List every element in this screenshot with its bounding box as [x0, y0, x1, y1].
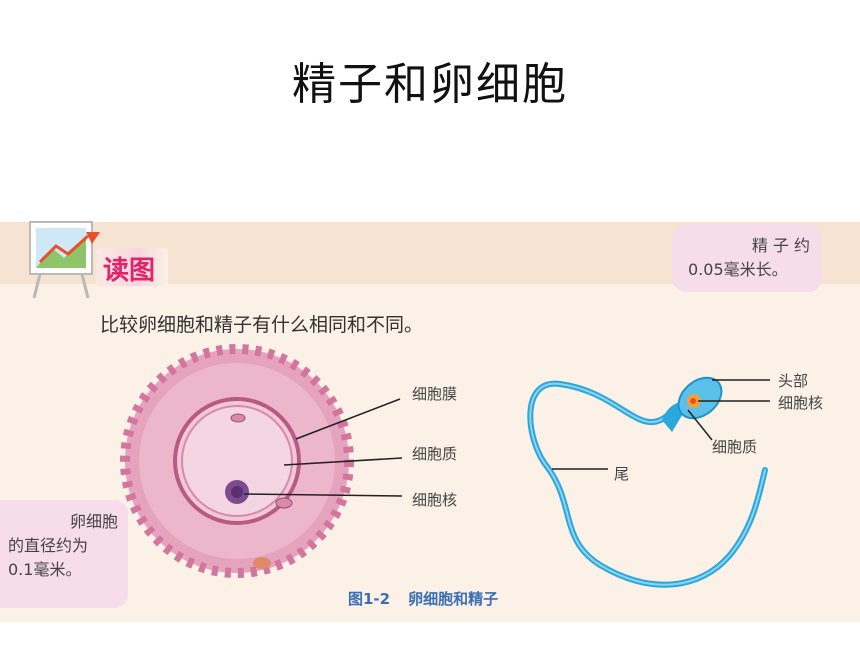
label-egg-cytoplasm: 细胞质 — [412, 445, 458, 463]
reading-badge: 读图 — [103, 256, 156, 286]
label-sperm-nucleus: 细胞核 — [778, 394, 824, 412]
sperm-note-line2: 0.05毫米长。 — [688, 260, 788, 279]
sperm-note-line1: 精 子 约 — [751, 236, 810, 255]
label-sperm-tail: 尾 — [614, 465, 630, 483]
label-egg-nucleus: 细胞核 — [412, 491, 458, 509]
sperm-size-note: 精 子 约 0.05毫米长。 — [672, 224, 822, 292]
figure-title: 卵细胞和精子 — [408, 590, 499, 608]
egg-note-line1: 卵细胞 — [69, 512, 118, 531]
label-cell-membrane: 细胞膜 — [412, 385, 458, 403]
egg-note-line2: 的直径约为 — [8, 536, 89, 555]
egg-cell-drawing — [120, 344, 354, 578]
chart-easel-icon — [29, 221, 100, 299]
badge-background — [96, 248, 168, 286]
egg-note-line3: 0.1毫米。 — [8, 560, 82, 579]
label-sperm-head: 头部 — [778, 372, 809, 390]
egg-size-note: 卵细胞 的直径约为 0.1毫米。 — [0, 500, 128, 608]
label-sperm-cytoplasm: 细胞质 — [712, 438, 758, 456]
figure-caption: 图1-2 卵细胞和精子 — [348, 588, 498, 609]
question-text: 比较卵细胞和精子有什么相同和不同。 — [100, 314, 424, 336]
slide-title: 精子和卵细胞 — [292, 59, 568, 110]
sperm-cell-drawing — [527, 376, 768, 588]
figure-number: 图1-2 — [348, 590, 391, 608]
